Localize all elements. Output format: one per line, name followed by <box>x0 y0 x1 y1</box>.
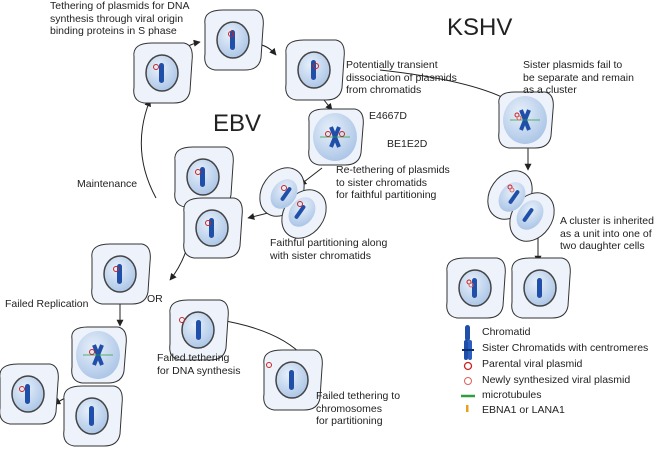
label-maintenance: Maintenance <box>77 178 138 190</box>
label-failed-tethering-dna: Failed tethering for DNA synthesis <box>157 352 241 377</box>
chromatid-icon <box>465 325 470 341</box>
cell-tethering <box>204 9 264 71</box>
label-be1e2d: BE1E2D <box>387 138 428 150</box>
ebna-lana-icon <box>466 405 469 412</box>
cell-transient <box>285 39 345 101</box>
label-faithful: Faithful partitioning along with sister … <box>270 237 388 262</box>
cell-mitotic-ebv <box>308 108 364 166</box>
cell-dividing-pair <box>259 167 327 239</box>
label-kshv-fail: Sister plasmids fail to be separate and … <box>523 59 634 96</box>
label-tethering: Tethering of plasmids for DNA synthesis … <box>50 0 190 37</box>
sister-chromatids-icon <box>462 340 474 360</box>
cell-maintenance-top <box>133 42 193 104</box>
label-kshv-inherit: A cluster is inherited as a unit into on… <box>560 215 654 252</box>
cell-kshv-dividing-pair <box>487 170 555 242</box>
ebv-title: EBV <box>213 110 262 137</box>
cell-failed-tethering-dna <box>169 299 229 361</box>
legend-label-ebna-lana: EBNA1 or LANA1 <box>482 404 565 416</box>
cell-failed-tethering-chrom <box>263 349 323 411</box>
cell-failed-repl-daughter-2 <box>63 385 123 447</box>
label-failed-replication: Failed Replication <box>5 298 89 310</box>
legend-label-chromatid: Chromatid <box>482 326 531 338</box>
legend-icons <box>461 325 475 412</box>
label-e4667d: E4667D <box>369 110 407 122</box>
label-failed-tethering-chrom: Failed tethering to chromosomes for part… <box>316 390 401 427</box>
legend-label-sister-chromatids: Sister Chromatids with centromeres <box>482 342 649 354</box>
legend-label-new-plasmid: Newly synthesized viral plasmid <box>482 374 631 386</box>
label-retether: Re-tethering of plasmids to sister chrom… <box>336 164 450 201</box>
cell-kshv-mitotic <box>498 91 554 149</box>
cell-failed-replication-origin <box>91 243 151 305</box>
parental-plasmid-icon <box>463 361 473 371</box>
cell-daughter-main <box>183 197 243 259</box>
cell-failed-repl-daughter-1 <box>0 363 59 425</box>
arrow-ebv-to-kshv <box>379 69 509 101</box>
new-plasmid-icon <box>464 377 472 385</box>
cell-kshv-daughter-1 <box>446 257 506 319</box>
arrow-maintenance-up <box>140 99 157 199</box>
cell-kshv-daughter-2 <box>511 257 571 319</box>
legend-label-microtubules: microtubules <box>482 389 542 401</box>
kshv-title: KSHV <box>447 14 513 41</box>
cell-failed-repl-mitotic <box>71 326 127 384</box>
label-or: OR <box>147 293 163 305</box>
legend-label-parental-plasmid: Parental viral plasmid <box>482 358 583 370</box>
label-transient: Potentially transient dissociation of pl… <box>346 59 457 96</box>
cell-maintenance-left <box>174 146 234 208</box>
